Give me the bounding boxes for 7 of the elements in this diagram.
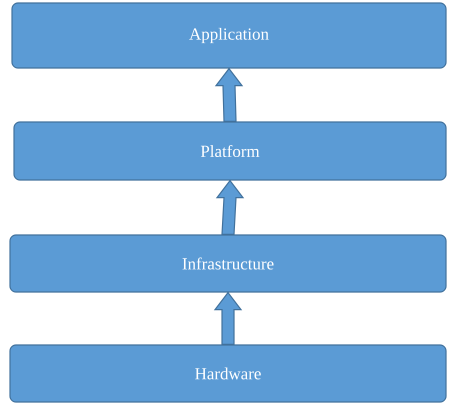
layer-box: Platform [13, 121, 447, 181]
layer-box: Application [11, 2, 447, 69]
block-arrow [214, 68, 244, 122]
block-arrow [216, 180, 244, 235]
block-arrow [214, 292, 242, 345]
layer-box: Infrastructure [9, 234, 447, 293]
layer-box: Hardware [9, 344, 447, 403]
